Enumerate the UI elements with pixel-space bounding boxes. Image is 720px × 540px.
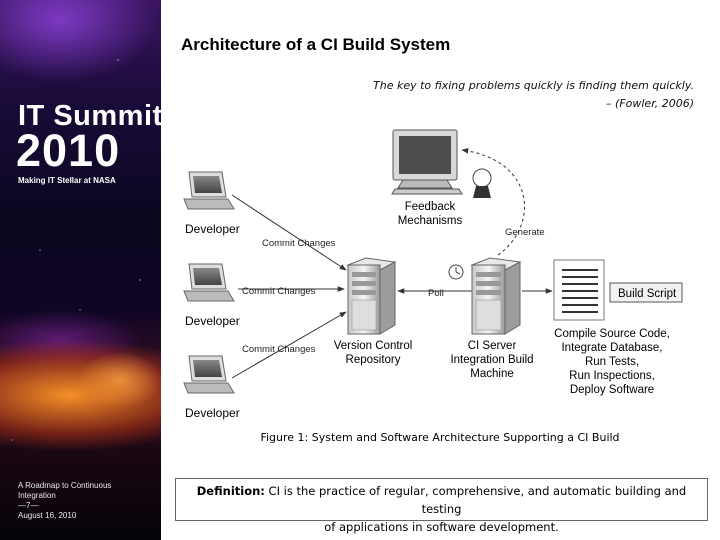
feedback-monitor-icon [391,129,463,195]
ci-server-label: Integration Build [450,354,533,366]
slide-title: Architecture of a CI Build System [181,35,451,54]
build-step: Run Inspections, [569,370,655,382]
generate-label: Generate [505,227,545,238]
build-script-label: Build Script [618,288,677,300]
slide-footer: A Roadmap to Continuous Integration —7— … [18,481,153,521]
developer-label: Developer [185,406,240,420]
ci-server-icon [470,257,522,335]
feedback-label: Feedback [405,201,456,213]
brand-tagline: Making IT Stellar at NASA [18,176,116,185]
vcs-label: Version Control [334,340,413,352]
definition-line: of applications in software development. [324,520,559,534]
version-control-server-icon [346,257,397,335]
build-step: Integrate Database, [561,342,662,354]
build-step: Compile Source Code, [554,328,670,340]
quote-attribution: – (Fowler, 2006) [606,97,694,110]
poll-label: Poll [428,288,444,299]
footer-date: August 16, 2010 [18,511,77,520]
commit-changes-label: Commit Changes [262,238,336,249]
quote-text: The key to fixing problems quickly is fi… [373,79,694,92]
ambient-orb-icon [472,168,492,198]
starfield-background [0,0,161,540]
generate-arrow [461,148,525,256]
definition-line: Definition: CI is the practice of regula… [176,482,707,518]
definition-text: CI is the practice of regular, comprehen… [264,484,687,516]
conference-banner: IT Summit 2010 Making IT Stellar at NASA… [0,0,161,540]
footer-line: A Roadmap to Continuous [18,481,112,490]
commit-arrow [231,194,347,271]
build-script-document-icon [553,259,605,321]
build-script-box [609,282,683,303]
slide-number: —7— [18,501,39,510]
clock-icon [448,264,464,280]
developer-label: Developer [185,314,240,328]
commit-changes-label: Commit Changes [242,286,316,297]
quote: The key to fixing problems quickly is fi… [373,77,694,113]
footer-line: Integration [18,491,56,500]
ci-server-label: Machine [470,368,513,380]
definition-term: Definition: [196,484,265,498]
vcs-label: Repository [346,354,401,366]
developer-laptop-icon [183,171,235,210]
ci-architecture-diagram: Developer Developer Developer Commit Cha… [160,120,720,430]
definition-box: Definition: CI is the practice of regula… [175,478,708,534]
developer-laptop-icon [183,263,235,302]
build-step: Run Tests, [585,356,639,368]
commit-arrow [231,311,347,379]
commit-changes-label: Commit Changes [242,344,316,355]
brand-year: 2010 [16,125,121,176]
figure-caption: Figure 1: System and Software Architectu… [260,431,620,444]
developer-laptop-icon [183,355,235,394]
feedback-label: Mechanisms [398,215,463,227]
brand-title: IT Summit [18,100,161,132]
build-step: Deploy Software [570,384,654,396]
developer-label: Developer [185,222,240,236]
ci-server-label: CI Server [468,340,517,352]
